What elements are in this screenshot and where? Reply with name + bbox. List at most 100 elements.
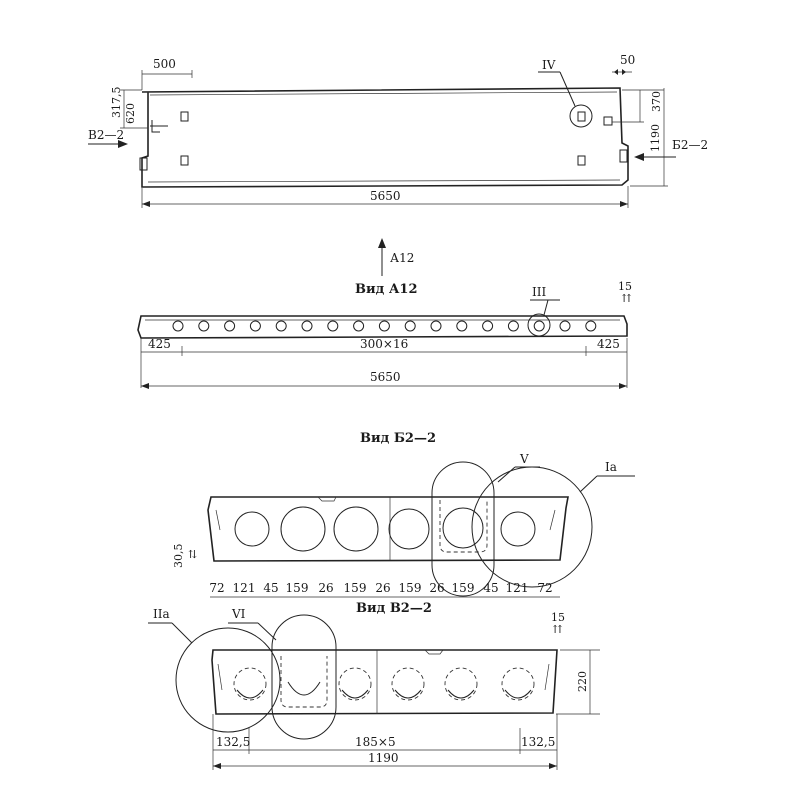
slab-hole bbox=[224, 320, 236, 332]
slab-hole bbox=[507, 320, 519, 332]
mark-arrows: ⇈ bbox=[553, 623, 563, 636]
callout-vi-label: VI bbox=[231, 607, 246, 621]
void-dashed bbox=[501, 667, 535, 701]
plan-inner-edge-bottom bbox=[147, 179, 621, 183]
slab-hole bbox=[533, 320, 545, 332]
dim-5650-plan: 5650 bbox=[370, 189, 401, 203]
slab-hole bbox=[172, 320, 184, 332]
callout-iii-label: III bbox=[532, 285, 546, 299]
mark-arrows: ⇈ bbox=[622, 292, 632, 305]
slab-hole bbox=[249, 320, 261, 332]
dim-chain-value: 159 bbox=[344, 581, 367, 595]
dim-300x16: 300×16 bbox=[360, 337, 408, 351]
void-lower-arc bbox=[447, 689, 475, 699]
slab-hole bbox=[327, 320, 339, 332]
void-circle bbox=[333, 506, 379, 552]
plan-mark bbox=[577, 111, 586, 122]
section-v22-detail bbox=[217, 663, 223, 691]
callout-v-label: V bbox=[519, 452, 529, 466]
void-lower-arc bbox=[504, 689, 532, 699]
section-b22-outline bbox=[207, 496, 569, 562]
callout-oval-vi bbox=[271, 614, 337, 740]
slab-hole bbox=[404, 320, 416, 332]
plan-mark bbox=[619, 149, 628, 163]
view-title-a12: Вид А12 bbox=[355, 282, 418, 297]
view-b22: Вид Б2—2 V Iа 30,5 ⇅ 72 121 45 159 26 159 26 15… bbox=[172, 431, 635, 598]
dim-1190: 1190 bbox=[649, 124, 662, 152]
dim-317-5: 317,5 bbox=[110, 87, 123, 119]
view-title-b22: Вид Б2—2 bbox=[360, 431, 436, 446]
callout-circle-ia bbox=[471, 466, 593, 588]
dim-1190-v22: 1190 bbox=[368, 751, 399, 765]
plan-view: IV 500 50 317,5 620 В2—2 370 1190 Б2—2 bbox=[88, 53, 708, 208]
void-lower-arc bbox=[236, 689, 264, 699]
slab-hole bbox=[275, 320, 287, 332]
section-v22-detail bbox=[544, 663, 550, 691]
dim-5650-a12: 5650 bbox=[370, 370, 401, 384]
void-dashed bbox=[233, 667, 267, 701]
dim-370: 370 bbox=[650, 91, 663, 112]
section-arrowhead-left bbox=[118, 140, 128, 148]
section-arrowhead-right bbox=[634, 153, 644, 161]
view-arrow-label: А12 bbox=[390, 251, 414, 265]
dim-chain-value: 72 bbox=[537, 581, 552, 595]
slab-hole bbox=[430, 320, 442, 332]
callout-vi-detail bbox=[280, 656, 328, 708]
dim-30-5-arrows: ⇅ bbox=[188, 548, 197, 561]
void-circle bbox=[388, 508, 430, 550]
callout-circle-iii bbox=[527, 313, 551, 337]
section-v22-notch bbox=[424, 649, 444, 655]
dim-chain-value: 159 bbox=[286, 581, 309, 595]
slab-hole bbox=[559, 320, 571, 332]
dim-chain-value: 159 bbox=[399, 581, 422, 595]
dim-425-right: 425 bbox=[597, 337, 620, 351]
section-label-left: В2—2 bbox=[88, 128, 124, 142]
dim-chain-value: 26 bbox=[375, 581, 390, 595]
callout-leader-iia bbox=[171, 622, 193, 644]
void-circle bbox=[280, 506, 326, 552]
dim-arrow bbox=[213, 763, 221, 769]
mark-15-a12: 15 bbox=[618, 280, 632, 293]
void-lower-arc bbox=[341, 689, 369, 699]
plan-mark bbox=[139, 157, 148, 171]
dim-chain-value: 121 bbox=[233, 581, 256, 595]
callout-iv-label: IV bbox=[542, 58, 556, 72]
dim-arrow bbox=[620, 201, 628, 207]
mark-15-v22: 15 bbox=[551, 611, 565, 624]
callout-leader-v bbox=[497, 466, 516, 483]
slab-hole bbox=[585, 320, 597, 332]
dim-620: 620 bbox=[124, 103, 137, 124]
dim-arrow bbox=[549, 763, 557, 769]
dim-arrow bbox=[614, 69, 618, 75]
dim-arrow bbox=[619, 383, 627, 389]
view-title-v22: Вид В2—2 bbox=[356, 601, 432, 616]
section-b22-detail bbox=[215, 509, 221, 531]
slab-hole bbox=[456, 320, 468, 332]
section-b22-detail bbox=[549, 509, 556, 531]
section-label-right: Б2—2 bbox=[672, 138, 708, 152]
callout-circle-iia bbox=[175, 627, 281, 733]
dim-30-5: 30,5 bbox=[172, 544, 185, 569]
dim-chain-value: 45 bbox=[483, 581, 498, 595]
dim-chain-value: 45 bbox=[263, 581, 278, 595]
void-dashed bbox=[338, 667, 372, 701]
callout-leader-vi bbox=[257, 622, 277, 641]
callout-ia-label: Iа bbox=[605, 460, 617, 474]
dim-132-5-right: 132,5 bbox=[521, 735, 555, 749]
dim-chain-value: 26 bbox=[429, 581, 444, 595]
section-v22-outline bbox=[211, 649, 558, 715]
dim-425-left: 425 bbox=[148, 337, 171, 351]
callout-v-detail bbox=[439, 500, 488, 553]
void-circle bbox=[500, 511, 536, 547]
void-circle bbox=[234, 511, 270, 547]
dim-500: 500 bbox=[153, 57, 176, 71]
plan-outline bbox=[141, 87, 629, 188]
slab-hole bbox=[378, 320, 390, 332]
void-dashed bbox=[444, 667, 478, 701]
callout-iia-label: IIа bbox=[153, 607, 170, 621]
dim-132-5-left: 132,5 bbox=[216, 735, 250, 749]
plan-mark bbox=[151, 120, 160, 133]
